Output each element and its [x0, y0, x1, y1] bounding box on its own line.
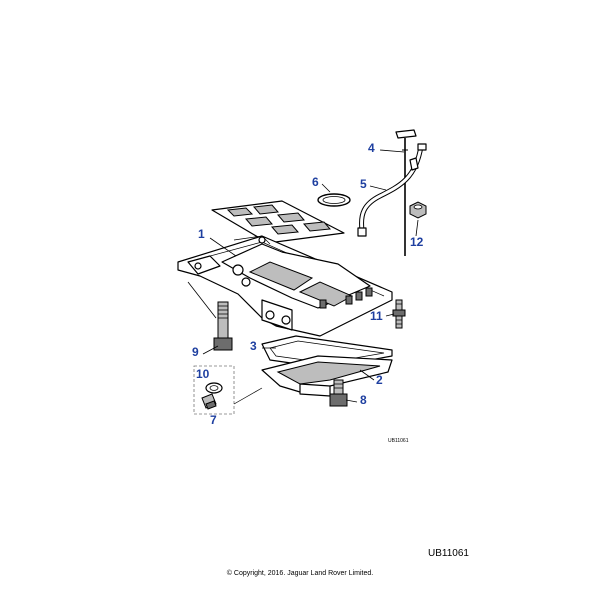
drain-plug-group [193, 365, 263, 415]
inline-reference-label: UB11061 [388, 438, 409, 444]
dipstick-tube [357, 143, 427, 237]
callout-9: 9 [192, 345, 199, 359]
callout-2: 2 [376, 373, 383, 387]
nut [409, 201, 427, 219]
long-bolt [213, 301, 233, 351]
callout-7: 7 [210, 413, 217, 427]
illustration-reference: UB11061 [428, 548, 469, 559]
callout-8: 8 [360, 393, 367, 407]
callout-6: 6 [312, 175, 319, 189]
callout-11: 11 [370, 309, 383, 323]
callout-12: 12 [410, 235, 424, 249]
callout-4: 4 [368, 141, 375, 155]
callout-3: 3 [250, 339, 257, 353]
callout-5: 5 [360, 177, 367, 191]
callout-1: 1 [198, 227, 205, 241]
oil-pan-upper [177, 235, 393, 337]
copyright-notice: © Copyright, 2016. Jaguar Land Rover Lim… [226, 570, 374, 577]
short-bolt [329, 379, 348, 407]
callout-10: 10 [196, 367, 210, 381]
oil-pan-lower [261, 355, 393, 397]
dipstick [395, 129, 417, 256]
leader-lines [187, 149, 419, 403]
o-ring-seal [317, 193, 351, 207]
stud [392, 299, 406, 329]
upper-gasket [211, 200, 345, 244]
